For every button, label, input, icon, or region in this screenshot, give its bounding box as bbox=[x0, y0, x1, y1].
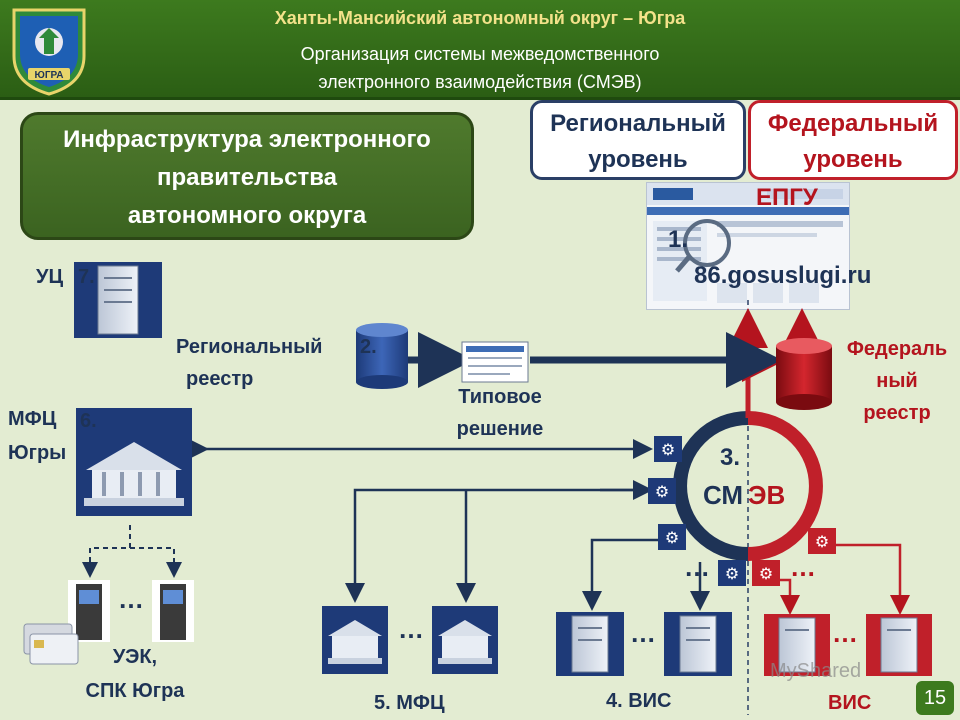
portal-url-link[interactable]: 86.gosuslugi.ru bbox=[694, 262, 872, 289]
typical-solution-doc-icon bbox=[461, 341, 529, 383]
regional-level-line1: Региональный bbox=[550, 110, 726, 137]
federal-registry-label-2: ный bbox=[876, 370, 918, 392]
kiosk-dashed-line-2 bbox=[130, 547, 182, 578]
uek-label-1: УЭК, bbox=[112, 646, 158, 668]
infra-line1: Инфраструктура электронного bbox=[63, 126, 431, 153]
smev-left-ellipsis: … bbox=[684, 552, 710, 582]
smev-ring-right bbox=[747, 411, 823, 561]
coat-of-arms-icon: ЮГРА bbox=[12, 8, 86, 96]
svg-text:⚙: ⚙ bbox=[815, 534, 829, 551]
svg-text:⚙: ⚙ bbox=[725, 566, 739, 583]
gear-icon: ⚙ bbox=[654, 436, 682, 462]
smev-label-right: ЭВ bbox=[748, 480, 786, 510]
watermark: MyShared bbox=[770, 660, 862, 682]
uc-number: 7. bbox=[78, 266, 95, 288]
federal-vis-ellipsis: … bbox=[832, 618, 858, 648]
regional-registry-label-1: Региональный bbox=[176, 336, 323, 358]
svg-text:⚙: ⚙ bbox=[655, 484, 669, 501]
regional-registry-label-2: реестр bbox=[186, 368, 254, 390]
slide-title-line2: электронного взаимодействия (СМЭВ) bbox=[318, 72, 642, 92]
slide-title-line1: Организация системы межведомственного bbox=[300, 44, 660, 64]
mfc-ellipsis: … bbox=[398, 614, 424, 644]
federal-level-line2: уровень bbox=[803, 146, 903, 173]
portal-number: 1. bbox=[668, 226, 689, 253]
vis-ellipsis: … bbox=[630, 618, 656, 648]
federal-level-box: Федеральный уровень bbox=[748, 100, 958, 180]
kiosk-dashed-line bbox=[82, 525, 131, 578]
uc-label: УЦ bbox=[36, 266, 64, 288]
uc-server-icon bbox=[74, 262, 162, 338]
mfc-yugra-label-1: МФЦ bbox=[8, 408, 57, 430]
federal-vis-server-icon bbox=[866, 614, 932, 676]
regional-level-line2: уровень bbox=[588, 146, 688, 173]
mfc-label: 5. МФЦ bbox=[374, 692, 445, 714]
federal-registry-label-3: реестр bbox=[863, 402, 931, 424]
region-title: Ханты-Мансийский автономный округ – Югра bbox=[274, 8, 686, 28]
gear-icon: ⚙ bbox=[648, 478, 676, 504]
epgu-label: ЕПГУ bbox=[756, 184, 818, 211]
portal-screenshot bbox=[646, 182, 850, 310]
kiosk-icon bbox=[152, 580, 194, 642]
svg-text:⚙: ⚙ bbox=[759, 566, 773, 583]
typical-solution-label-2: решение bbox=[456, 418, 544, 440]
infrastructure-box: Инфраструктура электронного правительств… bbox=[20, 112, 474, 240]
mfc-yugra-number: 6. bbox=[80, 410, 97, 432]
svg-text:⚙: ⚙ bbox=[665, 530, 679, 547]
fed-vis-branch-line bbox=[830, 543, 910, 615]
mfc-building-icon bbox=[432, 606, 498, 674]
regional-registry-number: 2. bbox=[360, 336, 377, 358]
gear-icon: ⚙ bbox=[658, 524, 686, 550]
federal-level-line1: Федеральный bbox=[767, 110, 939, 137]
regional-registry-db-icon bbox=[356, 323, 408, 389]
gear-icon: ⚙ bbox=[808, 528, 836, 554]
kiosk-icon bbox=[68, 580, 110, 642]
uek-label-2: СПК Югра bbox=[85, 680, 185, 702]
portal-page-icon bbox=[647, 183, 849, 303]
header-bar: ЮГРА Ханты-Мансийский автономный округ –… bbox=[0, 0, 960, 100]
federal-vis-server-icon bbox=[764, 614, 830, 676]
gear-icon: ⚙ bbox=[718, 560, 746, 586]
gear-icon: ⚙ bbox=[752, 560, 780, 586]
smev-label-left: СМ bbox=[703, 480, 744, 510]
mfc-branch-line bbox=[345, 488, 648, 603]
mfc-building-icon bbox=[322, 606, 388, 674]
regional-level-box: Региональный уровень bbox=[530, 100, 746, 180]
kiosks-ellipsis: … bbox=[118, 584, 144, 614]
svg-text:⚙: ⚙ bbox=[661, 442, 675, 459]
mfc-yugra-label-2: Югры bbox=[8, 442, 67, 464]
infra-line3: автономного округа bbox=[127, 202, 367, 229]
page-number-badge: 15 bbox=[916, 681, 954, 715]
vis-branch-line bbox=[582, 538, 660, 611]
smev-right-ellipsis: … bbox=[790, 552, 816, 582]
federal-registry-label-1: Федераль bbox=[846, 338, 948, 360]
vis-server-icon bbox=[556, 612, 624, 676]
federal-registry-db-icon bbox=[776, 338, 832, 410]
vis-server-icon bbox=[664, 612, 732, 676]
cards-icon bbox=[23, 623, 79, 665]
svg-text:ЮГРА: ЮГРА bbox=[35, 70, 64, 81]
smev-ring-left bbox=[673, 411, 749, 561]
smev-number: 3. bbox=[720, 444, 741, 471]
typical-solution-label-1: Типовое bbox=[458, 386, 542, 408]
vis-federal-label: ВИС bbox=[828, 692, 872, 714]
vis-regional-label: 4. ВИС bbox=[606, 690, 672, 712]
infra-line2: правительства bbox=[157, 164, 337, 191]
mfc-yugra-building-icon bbox=[76, 408, 192, 516]
